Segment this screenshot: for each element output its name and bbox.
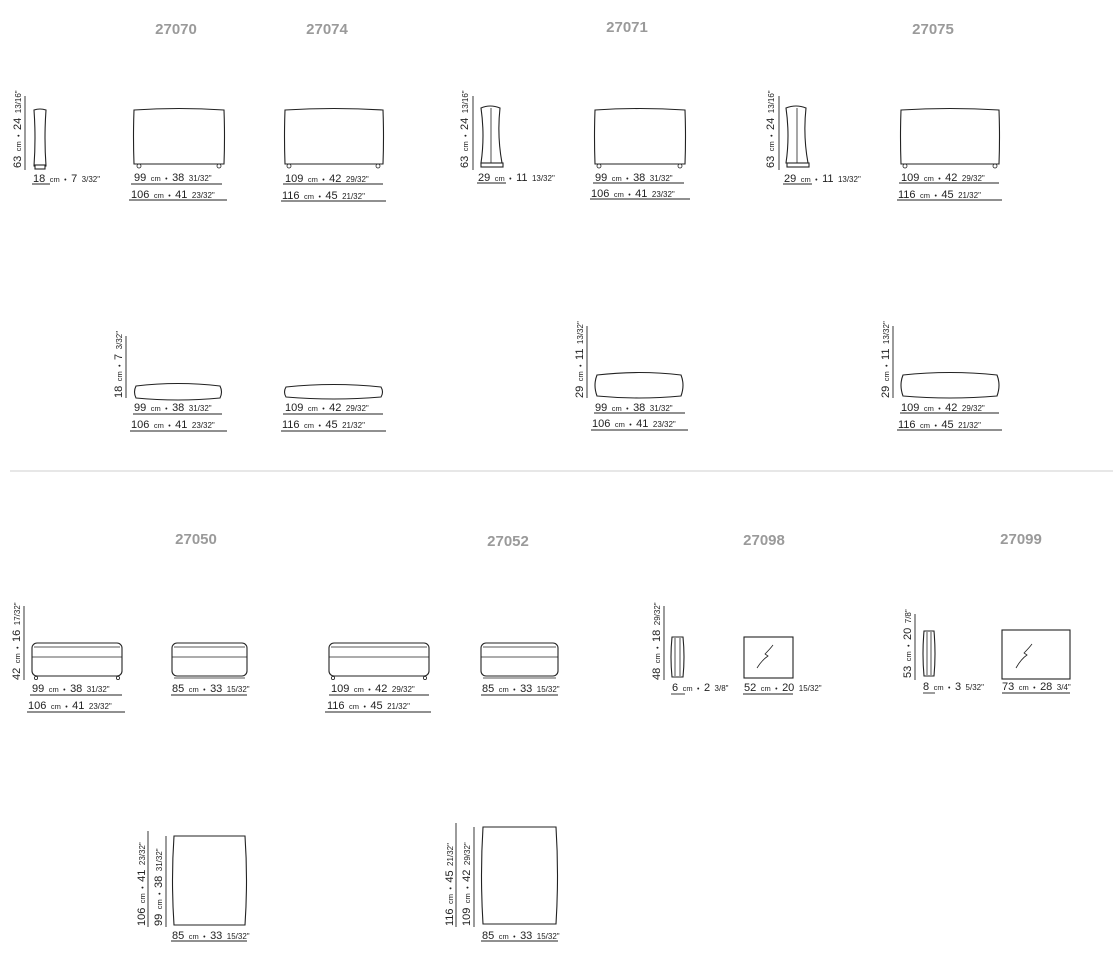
product-code-27074: 27074 — [306, 21, 348, 38]
svg-text:29 cm • 11 13/32": 29 cm • 11 13/32" — [570, 321, 587, 398]
dim-label-27074-width: 109 cm • 42 29/32" — [285, 169, 369, 186]
dim-label-27070-height: 63 cm • 24 13/16" — [8, 90, 25, 168]
ottoman-side-27052-a — [328, 642, 430, 681]
front-view-27075 — [899, 107, 1001, 169]
dim-label-27071-top-overall-width: 106 cm • 41 23/32" — [592, 414, 676, 431]
dim-label-27075-overall-width: 116 cm • 45 21/32" — [898, 185, 981, 202]
ottoman-side-27052-b — [480, 642, 559, 679]
svg-text:106 cm • 41 23/32": 106 cm • 41 23/32" — [132, 842, 149, 926]
ottoman-top-27052 — [480, 826, 559, 925]
dim-label-27074-top-width: 109 cm • 42 29/32" — [285, 398, 369, 415]
dim-label-27050-top-width: 85 cm • 33 15/32" — [172, 926, 250, 943]
product-code-27070: 27070 — [155, 21, 197, 38]
dim-label-27098-height: 48 cm • 18 29/32" — [647, 602, 664, 680]
dim-label-27070-top-depth: 18 cm • 7 3/32" — [109, 331, 126, 398]
svg-text:63 cm • 24 13/16": 63 cm • 24 13/16" — [761, 90, 778, 168]
dim-label-27071-height: 63 cm • 24 13/16" — [455, 90, 472, 168]
product-code-27071: 27071 — [606, 19, 648, 36]
svg-text:48 cm • 18 29/32": 48 cm • 18 29/32" — [647, 602, 664, 680]
dim-label-27050-top-length: 99 cm • 38 31/32" — [149, 848, 166, 926]
dim-label-27075-width: 109 cm • 42 29/32" — [901, 168, 985, 185]
dim-label-27052-top-length: 109 cm • 42 29/32" — [457, 842, 474, 926]
ottoman-side-27050-a — [31, 642, 123, 681]
dim-label-27050-width: 99 cm • 38 31/32" — [32, 679, 110, 696]
dim-label-27050-depth: 85 cm • 33 15/32" — [172, 679, 250, 696]
svg-text:63 cm • 24 13/16": 63 cm • 24 13/16" — [455, 90, 472, 168]
dim-label-27071-top-width: 99 cm • 38 31/32" — [595, 398, 673, 415]
dim-label-27070-depth: 18 cm • 7 3/32" — [33, 169, 100, 186]
tray-side-27098 — [670, 636, 685, 678]
dim-label-27070-width: 99 cm • 38 31/32" — [134, 168, 212, 185]
dim-label-27071-overall-width: 106 cm • 41 23/32" — [591, 184, 675, 201]
svg-text:63 cm • 24 13/16": 63 cm • 24 13/16" — [8, 90, 25, 168]
tray-top-27099 — [1001, 629, 1071, 680]
dim-label-27071-depth: 29 cm • 11 13/32" — [478, 168, 555, 185]
dim-label-27099-width: 73 cm • 28 3/4" — [1002, 677, 1071, 694]
dim-label-27075-top-width: 109 cm • 42 29/32" — [901, 398, 985, 415]
front-view-27070 — [132, 107, 226, 169]
front-view-27071 — [593, 107, 687, 169]
dim-label-27074-top-overall-width: 116 cm • 45 21/32" — [282, 415, 365, 432]
dim-label-27050-height: 42 cm • 16 17/32" — [7, 602, 24, 680]
dim-label-27074-overall-width: 116 cm • 45 21/32" — [282, 186, 365, 203]
top-view-27071 — [594, 371, 684, 399]
svg-text:109 cm • 42 29/32": 109 cm • 42 29/32" — [457, 842, 474, 926]
ottoman-side-27050-b — [171, 642, 248, 679]
ottoman-top-27050 — [171, 835, 248, 926]
tray-top-27098 — [743, 636, 794, 679]
tray-side-27099 — [922, 630, 936, 677]
side-view-27075 — [785, 105, 810, 168]
dim-label-27052-top-overall-length: 116 cm • 45 21/32" — [440, 843, 457, 926]
top-view-27075 — [900, 371, 1000, 399]
dim-label-27050-top-overall-length: 106 cm • 41 23/32" — [132, 842, 149, 926]
dim-label-27071-width: 99 cm • 38 31/32" — [595, 168, 673, 185]
svg-text:42 cm • 16 17/32": 42 cm • 16 17/32" — [7, 602, 24, 680]
dim-label-27052-width: 109 cm • 42 29/32" — [331, 679, 415, 696]
dimension-lines — [23, 96, 1070, 942]
dim-label-27099-height: 53 cm • 20 7/8" — [898, 609, 915, 678]
dim-label-27075-height: 63 cm • 24 13/16" — [761, 90, 778, 168]
dim-label-27098-depth: 6 cm • 2 3/8" — [672, 678, 729, 695]
product-code-27050: 27050 — [175, 531, 217, 548]
top-view-27074 — [283, 383, 384, 400]
svg-text:99 cm • 38 31/32": 99 cm • 38 31/32" — [149, 848, 166, 926]
side-view-27070 — [33, 108, 47, 170]
svg-text:53 cm • 20 7/8": 53 cm • 20 7/8" — [898, 609, 915, 678]
side-view-27071 — [480, 105, 504, 168]
product-code-27098: 27098 — [743, 532, 785, 549]
dim-label-27075-top-depth: 29 cm • 11 13/32" — [876, 321, 893, 398]
dim-label-27099-depth: 8 cm • 3 5/32" — [923, 677, 984, 694]
svg-text:116 cm • 45 21/32": 116 cm • 45 21/32" — [440, 843, 457, 926]
dim-label-27052-top-width: 85 cm • 33 15/32" — [482, 926, 560, 943]
svg-text:29 cm • 11 13/32": 29 cm • 11 13/32" — [876, 321, 893, 398]
front-view-27074 — [283, 107, 385, 169]
dim-label-27070-overall-width: 106 cm • 41 23/32" — [131, 185, 215, 202]
dim-label-27052-depth: 85 cm • 33 15/32" — [482, 679, 560, 696]
svg-text:18 cm • 7 3/32": 18 cm • 7 3/32" — [109, 331, 126, 398]
dim-label-27071-top-depth: 29 cm • 11 13/32" — [570, 321, 587, 398]
dim-label-27050-overall-width: 106 cm • 41 23/32" — [28, 696, 112, 713]
dim-label-27070-top-width: 99 cm • 38 31/32" — [134, 398, 212, 415]
dim-label-27075-top-overall-width: 116 cm • 45 21/32" — [898, 415, 981, 432]
product-code-27052: 27052 — [487, 533, 529, 550]
dim-label-27070-top-overall-width: 106 cm • 41 23/32" — [131, 415, 215, 432]
product-code-27099: 27099 — [1000, 531, 1042, 548]
product-code-27075: 27075 — [912, 21, 954, 38]
dim-label-27098-width: 52 cm • 20 15/32" — [744, 678, 822, 695]
dim-label-27052-overall-width: 116 cm • 45 21/32" — [327, 696, 410, 713]
dim-label-27075-depth: 29 cm • 11 13/32" — [784, 169, 861, 186]
top-view-27070 — [133, 382, 223, 401]
